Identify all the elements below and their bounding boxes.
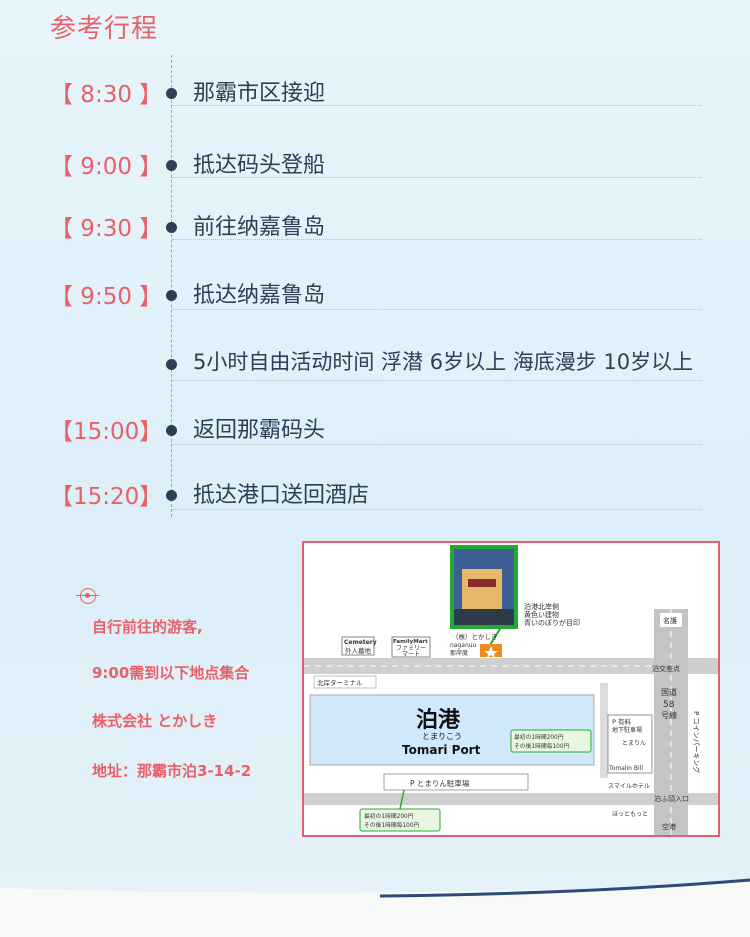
timeline-dot-icon (166, 290, 177, 301)
divider (172, 239, 702, 240)
divider (172, 380, 702, 381)
schedule-text: 返回那霸码头 (193, 418, 326, 443)
familymart-label: マート (402, 651, 420, 658)
divider (172, 177, 702, 178)
timeline-dot-icon (166, 490, 177, 501)
schedule-row: 【15:00】 返回那霸码头 (0, 412, 750, 452)
schedule-row: 5小时自由活动时间 浮潜 6岁以上 海底漫步 10岁以上 (0, 346, 750, 386)
terminal-block (313, 675, 377, 689)
pier-note: 黄色い建物 (524, 610, 559, 619)
familymart-label-en: FamilyMart (393, 639, 428, 645)
wave-line (379, 878, 750, 898)
paid-parking-label: P 有料 (612, 717, 631, 726)
schedule-row: 【15:20】 抵达港口送回酒店 (0, 477, 750, 517)
meeting-line: 9:00需到以下地点集合 (92, 664, 250, 682)
location-target-icon (76, 588, 99, 604)
entrance-label: 泊ふ頭入口 (654, 794, 689, 803)
road-side (600, 683, 608, 778)
shop-sub: naganuu (450, 642, 477, 649)
page-title: 参考行程 (50, 14, 159, 44)
pointer-line (399, 789, 405, 810)
schedule-time: 【 9:30 】 (50, 216, 163, 242)
schedule-text: 抵达码头登船 (193, 153, 326, 178)
airport-label: 空港 (662, 822, 676, 831)
star-icon (484, 646, 498, 658)
schedule-time: 【 8:30 】 (50, 82, 163, 108)
tomarin-parking-block (383, 773, 529, 791)
schedule-row: 【 9:00 】 抵达码头登船 (0, 147, 750, 187)
familymart-label: ファミリー (396, 645, 426, 652)
port-name-en: Tomari Port (402, 743, 481, 757)
parking-fee-line: 最初の1時間200円 (514, 733, 564, 741)
shop-name: （株）とかしき (452, 632, 498, 641)
parking-fee-box (510, 729, 592, 753)
parking-fee-line: 最初の1時間200円 (364, 812, 414, 820)
schedule-text: 5小时自由活动时间 浮潜 6岁以上 海底漫步 10岁以上 (193, 350, 694, 374)
schedule-time: 【15:00】 (50, 419, 163, 445)
schedule-text: 那霸市区接迎 (193, 81, 326, 106)
route-label: 国道 (661, 687, 677, 697)
familymart-block (391, 636, 431, 658)
parking-fee-line: その後1時間毎100円 (364, 821, 420, 829)
wave-fill (0, 882, 750, 937)
road-horizontal-bottom (304, 793, 718, 805)
divider (172, 309, 702, 310)
parking-fee-line: その後1時間毎100円 (514, 742, 570, 750)
divider (172, 105, 702, 106)
schedule-time: 【 9:50 】 (50, 284, 163, 310)
divider (172, 509, 702, 510)
direction-sign (660, 613, 682, 627)
parking-label: P コインパーキング (692, 711, 701, 773)
location-map: 泊港北岸側 黄色い建物 青いのぼりが目印 Cemetery 外人墓地 Famil… (302, 541, 720, 837)
schedule-row: 【 9:50 】 抵达纳嘉鲁岛 (0, 277, 750, 317)
schedule-text: 抵达港口送回酒店 (193, 483, 370, 508)
schedule-row: 【 8:30 】 那霸市区接迎 (0, 75, 750, 115)
pointer-line (489, 628, 501, 646)
pier-note: 泊港北岸側 (524, 602, 559, 611)
timeline-dot-icon (166, 160, 177, 171)
cemetery-label: 外人墓地 (345, 646, 372, 655)
route-label: 58 (663, 700, 675, 710)
cemetery-label-en: Cemetery (344, 639, 377, 646)
building-photo-ground (454, 609, 514, 625)
schedule-text: 抵达纳嘉鲁岛 (193, 283, 326, 308)
timeline-dot-icon (166, 359, 177, 370)
divider (172, 444, 702, 445)
port-name: 泊港 (416, 708, 461, 733)
schedule-time: 【15:20】 (50, 484, 163, 510)
road-horizontal-top (304, 658, 718, 674)
timeline-dot-icon (166, 88, 177, 99)
route-label: 号線 (661, 710, 677, 720)
bottom-wave-decoration (0, 878, 750, 937)
schedule-time: 【 9:00 】 (50, 154, 163, 180)
terminal-label: 北岸ターミナル (317, 678, 363, 687)
meeting-line: 株式会社 とかしき (92, 712, 218, 730)
direction-label: 名護 (663, 616, 677, 625)
meeting-line: 地址：那霸市泊3-14-2 (92, 762, 252, 780)
timeline-line (171, 55, 172, 517)
pier-note: 青いのぼりが目印 (524, 618, 580, 627)
schedule-text: 前往纳嘉鲁岛 (193, 215, 326, 240)
tomarin-label-en: Tomalin Bill (608, 765, 643, 772)
shop-sub: 那岸度 (450, 649, 468, 657)
timeline-dot-icon (166, 425, 177, 436)
parking-fee-box (359, 808, 441, 832)
cemetery-block (341, 636, 375, 656)
tomarin-label: とまりん (622, 740, 646, 747)
shop-label: ほっともっと (612, 811, 648, 818)
building-photo-sign (468, 579, 496, 587)
tomarin-parking-label: P とまりん駐車場 (410, 778, 470, 788)
meeting-line: 自行前往的游客, (92, 618, 203, 636)
port-kana: とまりこう (422, 732, 462, 741)
schedule-row: 【 9:30 】 前往纳嘉鲁岛 (0, 209, 750, 249)
paid-parking-label: 地下駐車場 (612, 726, 642, 734)
tomarin-building (607, 714, 653, 774)
hotel-label: スマイルホテル (608, 783, 650, 790)
timeline-dot-icon (166, 222, 177, 233)
intersection-label: 泊交差点 (652, 664, 680, 673)
